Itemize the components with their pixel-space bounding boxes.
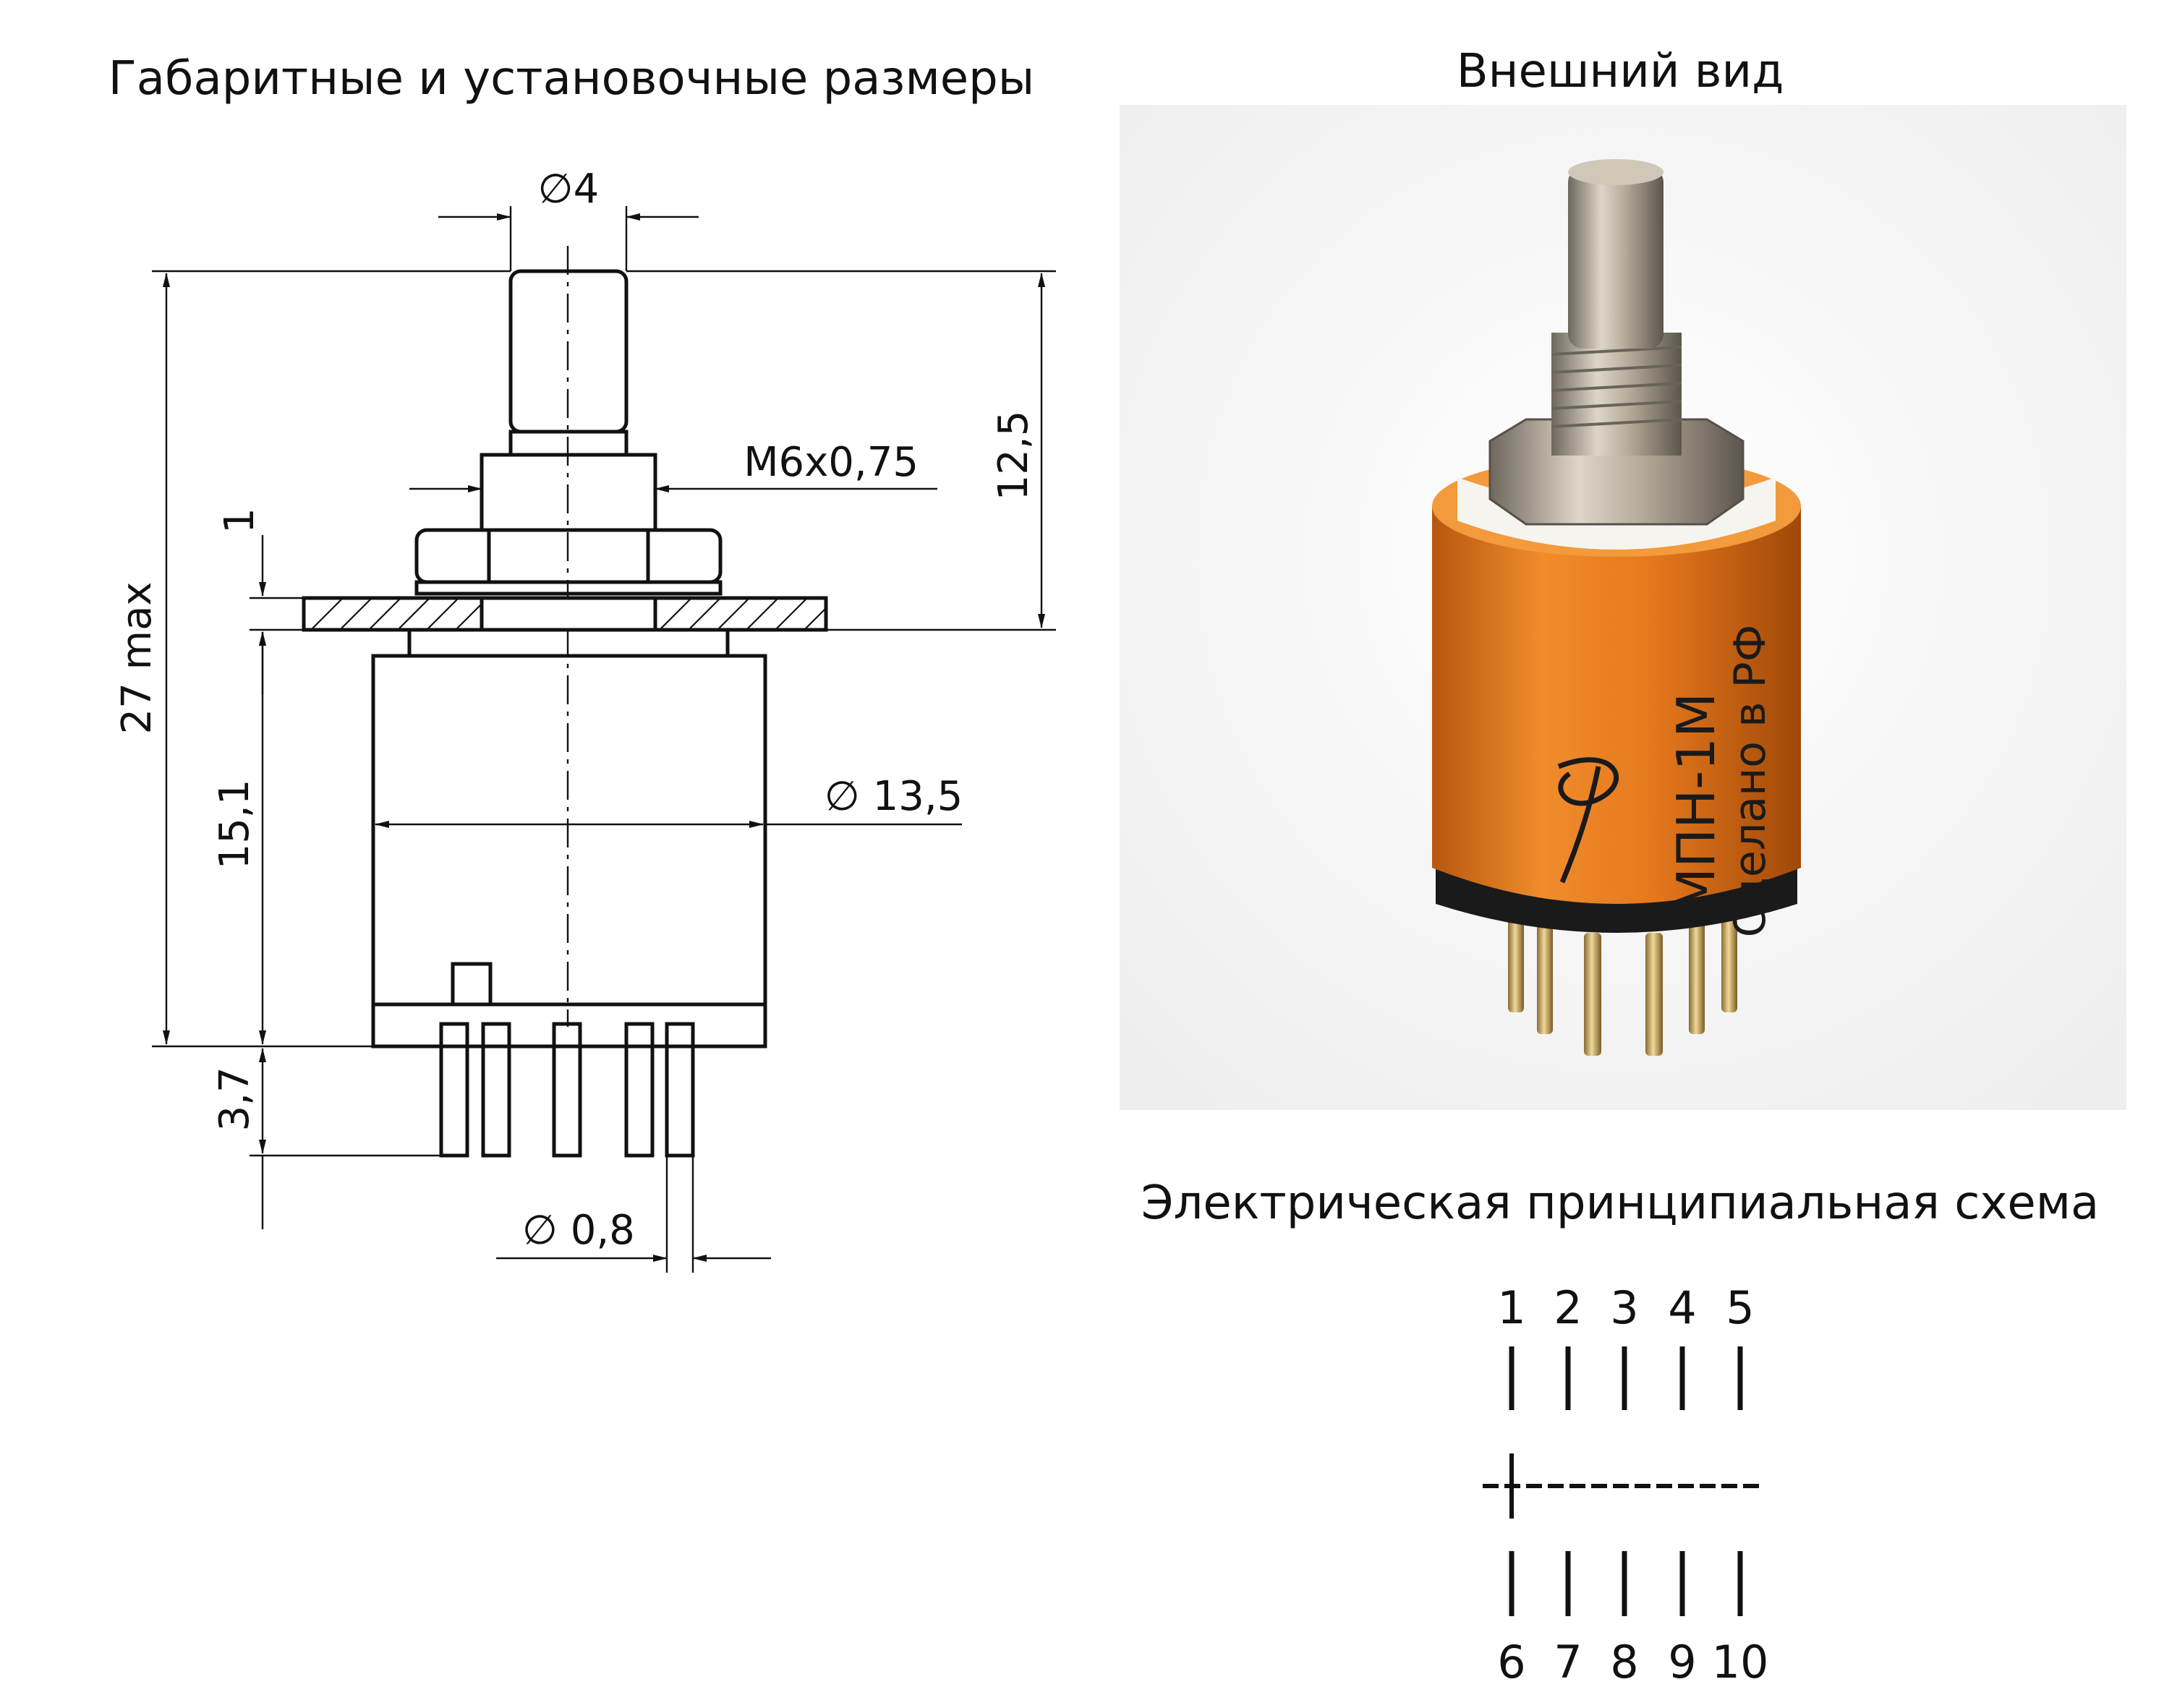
svg-text:2: 2 [1554,1281,1582,1334]
photo-body [1432,506,1801,904]
dim-overall-height: 27 max [114,270,511,1048]
svg-text:Сделано в РФ: Сделано в РФ [1725,625,1776,938]
top-pin-labels: 1 2 3 4 5 [1497,1281,1754,1334]
svg-text:∅ 0,8: ∅ 0,8 [522,1207,635,1254]
terminal-pins [439,1022,695,1158]
switch-actuator [1483,1453,1765,1519]
dim-panel-thickness: 1 [216,508,304,694]
svg-text:27 max: 27 max [114,581,161,734]
svg-text:МПН-1М: МПН-1М [1666,693,1726,913]
schematic-title: Электрическая принципиальная схема [1141,1177,2099,1230]
dim-body-height: 15,1 [211,631,266,1045]
bottom-pin-labels: 6 7 8 9 10 [1497,1636,1768,1688]
mounting-panel [302,596,828,632]
dim-body-diameter: ∅ 13,5 [375,773,963,828]
drawing-title: Габаритные и установочные размеры [108,52,1035,106]
lock-washer [414,580,723,596]
svg-text:∅4: ∅4 [538,166,599,213]
dimension-drawing: Габаритные и установочные размеры [108,52,1056,1273]
photo-shaft [1568,168,1664,349]
svg-text:15,1: 15,1 [211,780,258,870]
schematic: Электрическая принципиальная схема 1 2 3… [1141,1177,2099,1688]
dim-pin-diameter: ∅ 0,8 [496,1156,771,1273]
top-contacts [1509,1346,1743,1410]
dim-thread: M6x0,75 [409,439,937,492]
manufacturer-logo [1557,757,1619,884]
svg-text:8: 8 [1610,1636,1638,1688]
photo-pins [1508,904,1737,1056]
dim-pin-length: 3,7 [211,1048,467,1229]
base-key [451,962,493,1007]
svg-text:7: 7 [1554,1636,1582,1688]
svg-text:6: 6 [1497,1636,1525,1688]
photo-title: Внешний вид [1457,45,1784,98]
svg-text:9: 9 [1668,1636,1696,1688]
svg-text:3,7: 3,7 [211,1067,258,1131]
dim-shaft-height: 12,5 [626,270,1056,631]
dim-shaft-diameter: ∅4 [438,166,699,271]
svg-text:5: 5 [1726,1281,1754,1334]
svg-text:4: 4 [1668,1281,1696,1334]
svg-text:12,5: 12,5 [990,411,1037,501]
svg-text:∅ 13,5: ∅ 13,5 [825,773,963,820]
body-base [371,1002,767,1049]
photo-label: МПН-1М Сделано в РФ [1557,625,1776,938]
svg-text:1: 1 [1497,1281,1525,1334]
svg-text:10: 10 [1712,1636,1769,1688]
svg-text:M6x0,75: M6x0,75 [744,439,919,486]
svg-text:3: 3 [1610,1281,1638,1334]
svg-text:1: 1 [216,508,263,534]
bottom-contacts [1509,1551,1743,1616]
switch-body [371,654,767,1007]
product-photo: Внешний вид МПН-1М [1120,45,2126,1110]
